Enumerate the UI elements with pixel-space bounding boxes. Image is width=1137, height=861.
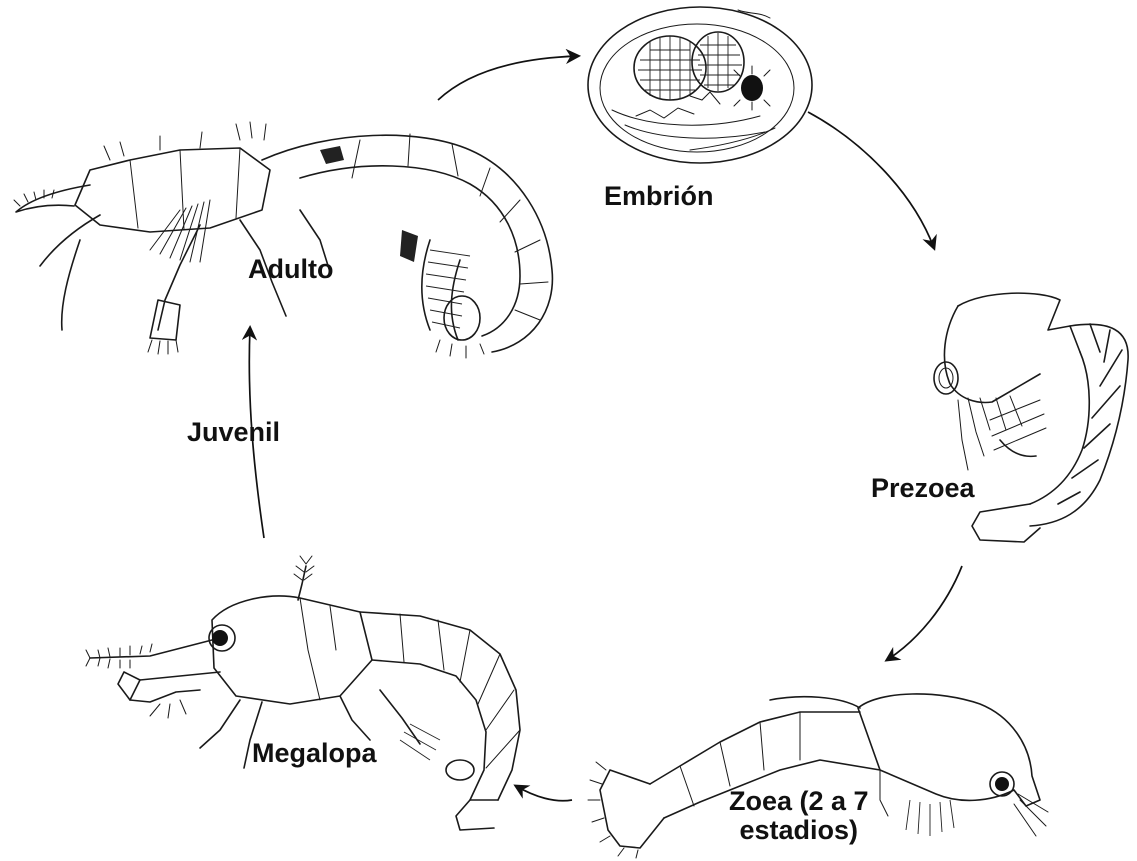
stage-label-prezoea: Prezoea bbox=[871, 474, 975, 503]
arrow-adulto-to-embrion bbox=[438, 56, 578, 100]
arrow-embrion-to-prezoea bbox=[808, 112, 934, 248]
arrow-prezoea-to-zoea bbox=[887, 566, 962, 660]
stage-label-zoea-line1: Zoea (2 a 7 bbox=[729, 787, 869, 816]
stage-label-embrion: Embrión bbox=[604, 182, 714, 211]
stage-label-zoea: Zoea (2 a 7 estadios) bbox=[729, 787, 869, 845]
stage-label-juvenil: Juvenil bbox=[187, 418, 280, 447]
prezoea-illustration bbox=[934, 293, 1128, 542]
megalopa-illustration bbox=[86, 556, 520, 830]
embryo-illustration bbox=[588, 7, 812, 163]
stage-label-megalopa: Megalopa bbox=[252, 739, 377, 768]
stage-label-zoea-line2: estadios) bbox=[729, 816, 869, 845]
adult-shrimp-illustration bbox=[14, 122, 552, 358]
stage-label-adulto: Adulto bbox=[248, 255, 333, 284]
arrow-zoea-to-megalopa bbox=[516, 786, 572, 801]
